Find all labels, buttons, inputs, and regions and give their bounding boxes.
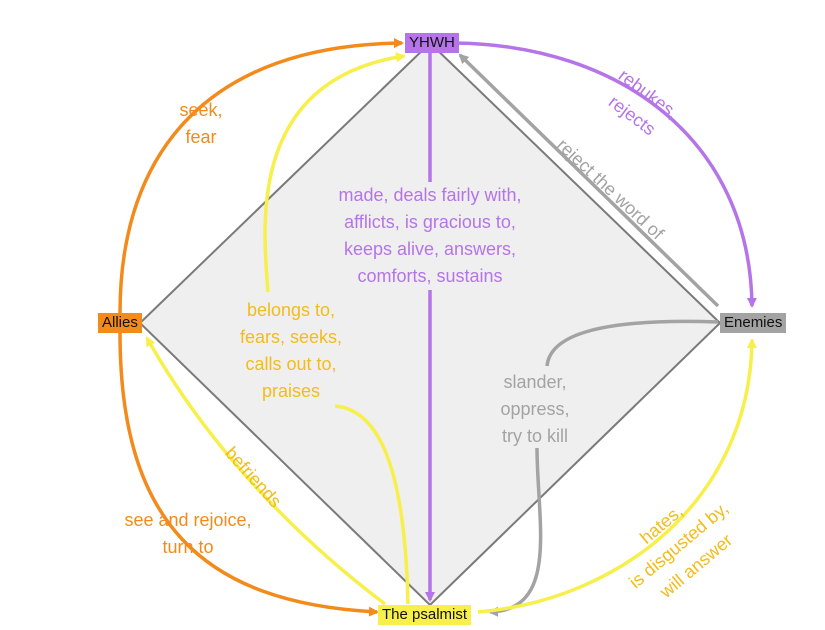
arrow-enemies-to-yhwh xyxy=(458,53,720,308)
label-yhwh-to-psalmist: made, deals fairly with, afflicts, is gr… xyxy=(320,182,540,290)
label-allies-to-yhwh: seek, fear xyxy=(179,100,223,147)
arrow-allies-to-yhwh xyxy=(118,38,404,314)
label-psalmist-to-yhwh: belongs to, fears, seeks, calls out to, … xyxy=(239,300,343,401)
arrow-allies-to-psalmist xyxy=(118,332,379,617)
node-psalmist: The psalmist xyxy=(378,605,472,625)
arrow-psalmist-to-yhwh xyxy=(263,56,408,605)
label-enemies-to-psalmist: slander, oppress, try to kill xyxy=(500,372,570,446)
arrow-psalmist-to-enemies xyxy=(477,338,757,614)
node-enemies: Enemies xyxy=(720,313,787,333)
node-allies: Allies xyxy=(98,313,142,333)
arrow-psalmist-to-allies xyxy=(145,336,387,606)
label-allies-to-psalmist: see and rejoice, turn to xyxy=(124,510,252,557)
arrow-yhwh-to-enemies xyxy=(454,41,757,308)
node-yhwh: YHWH xyxy=(405,33,459,53)
